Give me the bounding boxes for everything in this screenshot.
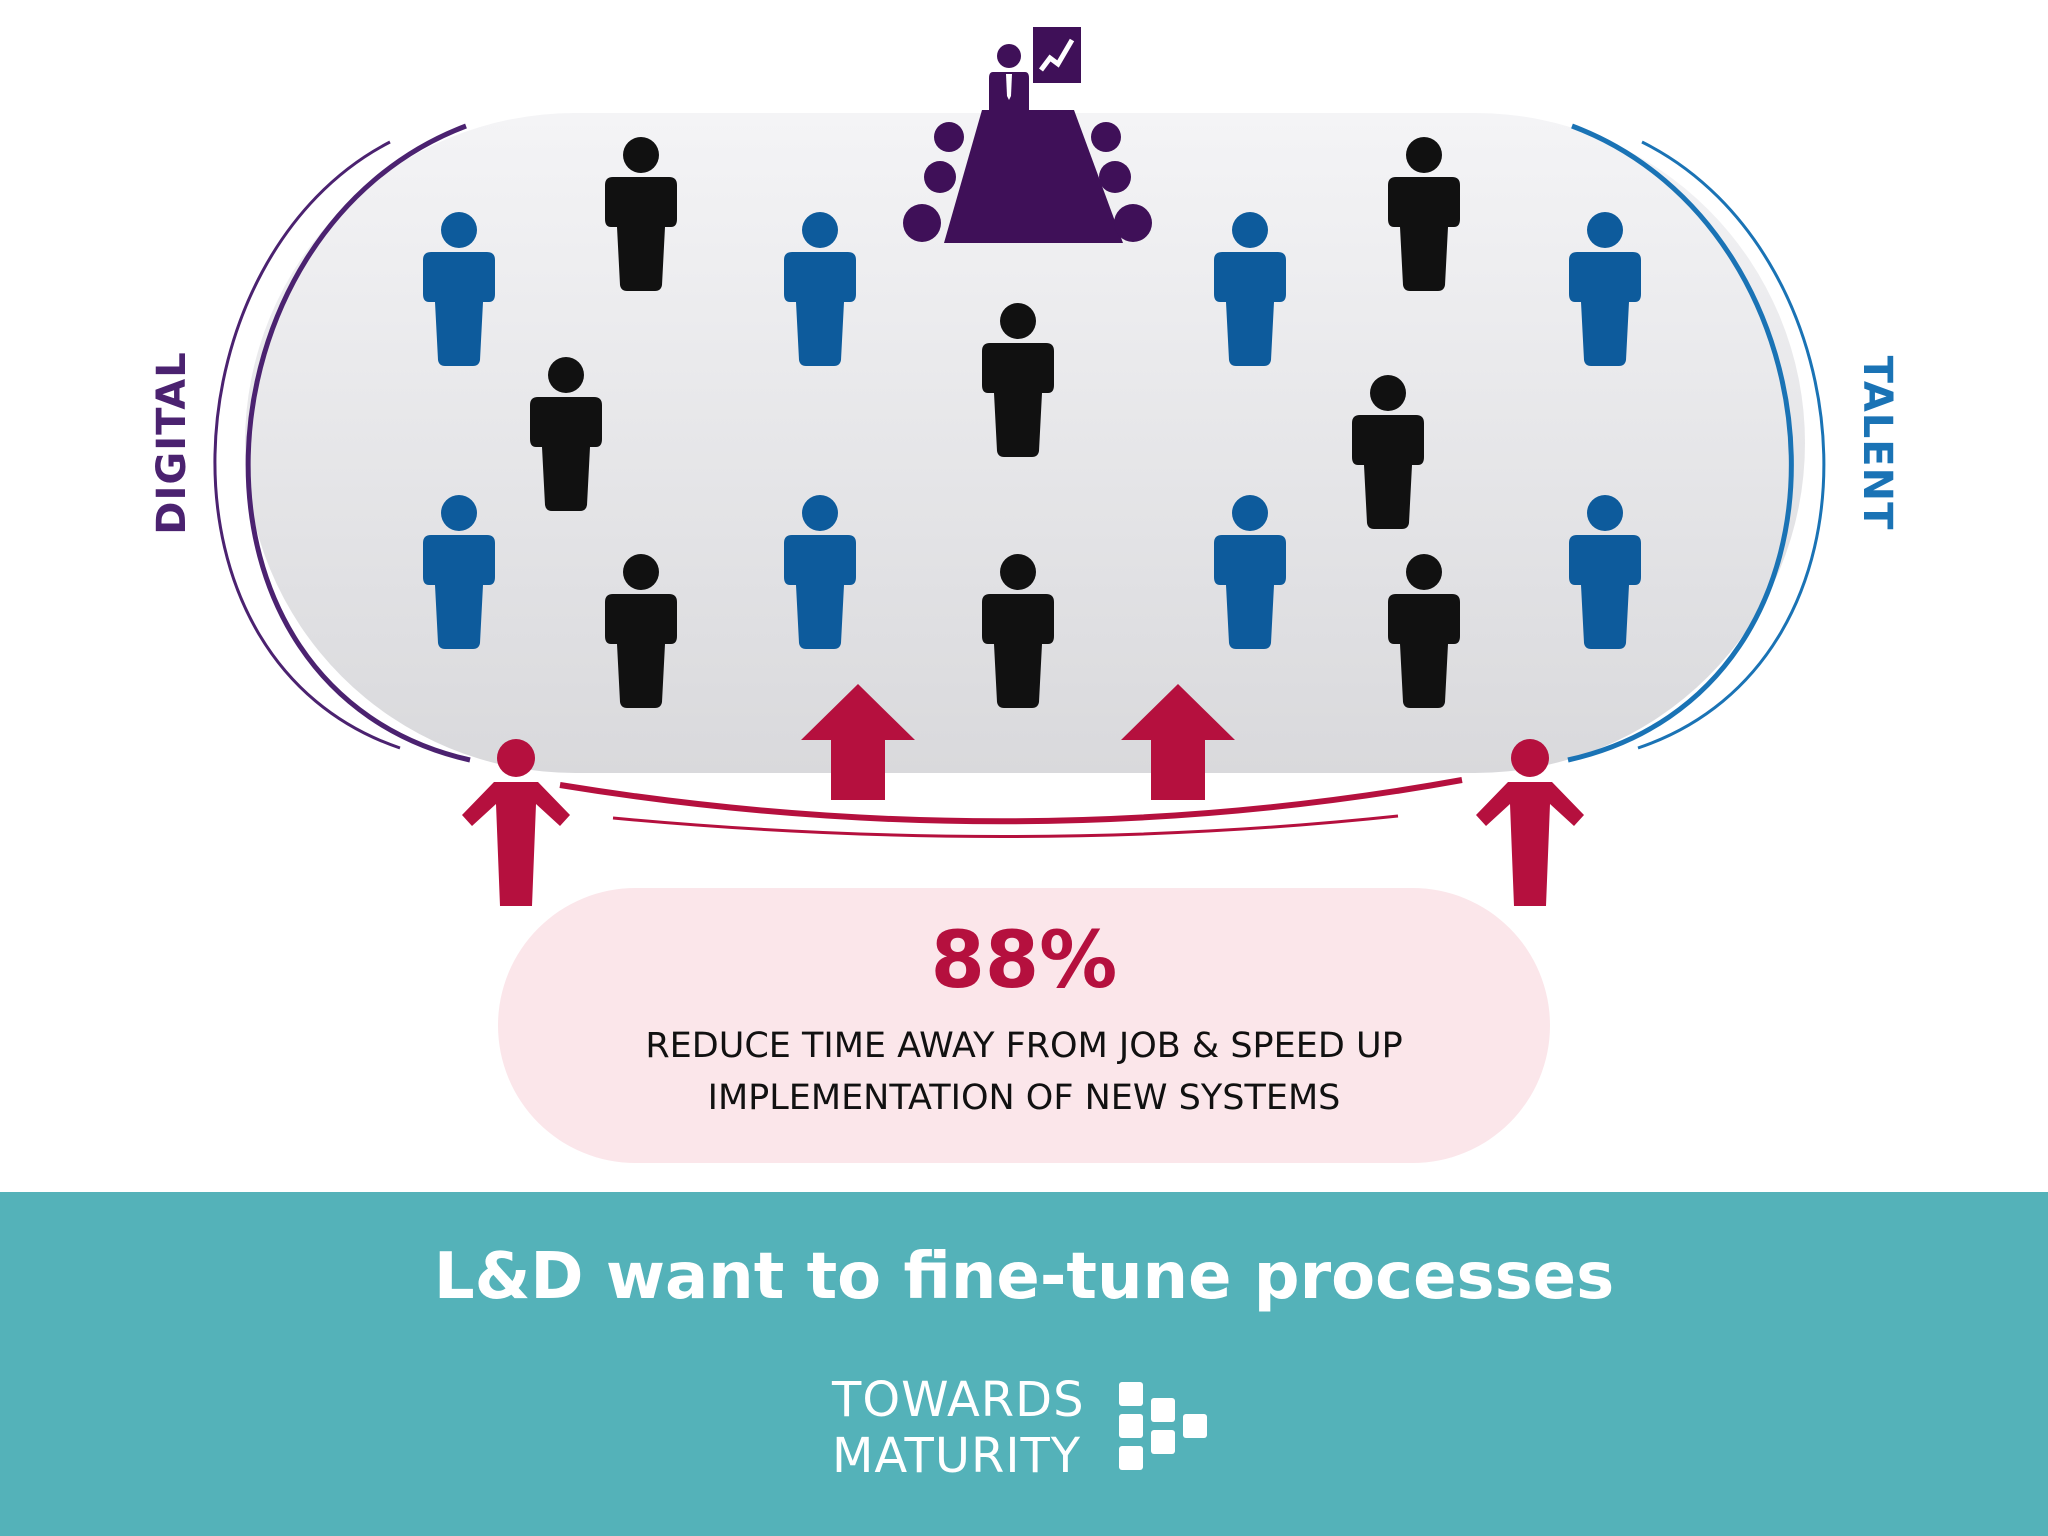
up-arrow-icon [1121, 684, 1235, 800]
stat-description-line-1: REDUCE TIME AWAY FROM JOB & SPEED UP [645, 1026, 1403, 1066]
presenter-with-chart-icon [989, 27, 1081, 110]
digital-label: DIGITAL [149, 351, 195, 535]
logo-line-1: TOWARDS [832, 1372, 1085, 1428]
talent-arc-inner [1567, 123, 1794, 763]
logo-line-2: MATURITY [832, 1428, 1082, 1484]
digital-arc-inner [245, 123, 471, 763]
footer-title: L&D want to fine-tune processes [433, 1240, 1615, 1314]
digital-arc-outer [213, 140, 401, 750]
stat-description-line-2: IMPLEMENTATION OF NEW SYSTEMS [707, 1078, 1341, 1118]
up-arrow-icon [801, 684, 915, 800]
bottom-arc-outer [612, 814, 1399, 839]
conference-table-icon [903, 110, 1152, 243]
red-person-left-icon [462, 739, 570, 906]
diagram-artwork [213, 27, 1826, 906]
stat-description: REDUCE TIME AWAY FROM JOB & SPEED UP IMP… [498, 1020, 1550, 1124]
towards-maturity-logo: TOWARDS MATURITY [832, 1372, 1232, 1492]
bottom-arc-inner [559, 777, 1463, 825]
stat-callout: 88% REDUCE TIME AWAY FROM JOB & SPEED UP… [498, 888, 1550, 1163]
logo-wordmark: TOWARDS MATURITY [832, 1372, 1085, 1484]
red-person-right-icon [1476, 739, 1584, 906]
talent-label: TALENT [1854, 355, 1900, 531]
talent-arc-outer [1637, 140, 1826, 750]
stat-value: 88% [930, 916, 1118, 1006]
footer-banner: L&D want to fine-tune processes TOWARDS … [0, 1192, 2048, 1536]
